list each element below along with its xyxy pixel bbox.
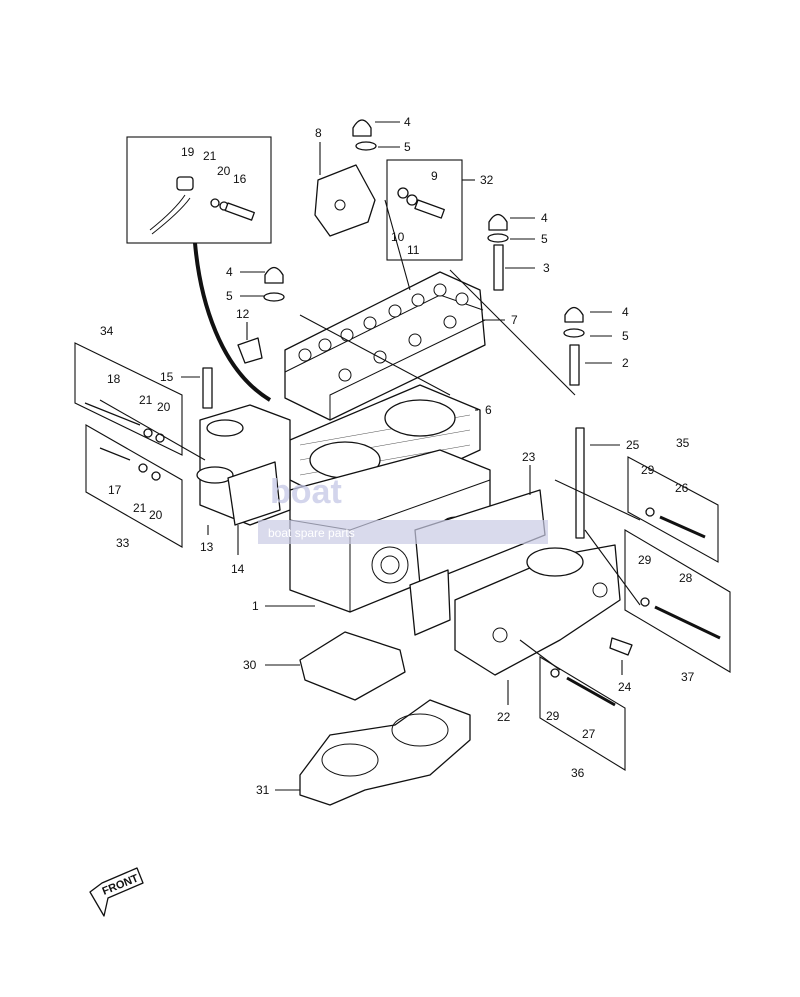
callout-9: 9 [431,169,438,183]
callout-5-top: 5 [404,140,411,154]
spark-plug [237,337,263,364]
callout-11: 11 [407,243,420,257]
callout-7: 7 [511,313,518,327]
callout-10: 10 [391,230,405,244]
callout-17: 17 [108,483,122,497]
callout-26: 26 [675,481,689,495]
group-37-box [624,529,731,673]
stud-25 [575,427,585,539]
callout-22: 22 [497,710,511,724]
group-34-box [74,342,183,456]
svg-text:boat spare parts: boat spare parts [268,526,355,540]
callout-21-upper: 21 [139,393,153,407]
callout-19: 19 [181,145,195,159]
callout-1: 1 [252,599,259,613]
callout-21-inset: 21 [203,149,217,163]
group-32-box [386,159,463,261]
callout-12: 12 [236,307,250,321]
base-gasket-30 [299,631,406,701]
callout-32: 32 [480,173,494,187]
temperature-sensor [609,637,633,656]
callout-29-upper: 29 [641,463,655,477]
callout-33: 33 [116,536,130,550]
callout-34: 34 [100,324,114,338]
callout-4-top: 4 [404,115,411,129]
callout-5-farright: 5 [622,329,629,343]
callout-3: 3 [543,261,550,275]
callout-14: 14 [231,562,245,576]
bracket [314,164,376,237]
exhaust-port-gasket [409,569,451,636]
base-gasket-31 [299,699,471,806]
callout-4-right: 4 [541,211,548,225]
callout-18: 18 [107,372,121,386]
callout-24: 24 [618,680,632,694]
acorn-nut-left [263,266,285,302]
group-36-box [539,656,626,771]
callout-35: 35 [676,436,690,450]
callout-31: 31 [256,783,270,797]
group-33-box [85,424,183,548]
callout-37: 37 [681,670,695,684]
inset-detail-box [126,136,272,244]
exhaust-manifold [454,544,621,676]
acorn-nut-right [487,213,509,291]
callout-27: 27 [582,727,596,741]
svg-text:boat: boat [270,473,342,511]
callout-15: 15 [160,370,174,384]
callout-21-lower: 21 [133,501,147,515]
callout-5-left: 5 [226,289,233,303]
callout-23: 23 [522,450,536,464]
group-35-box [627,456,719,563]
callout-16: 16 [233,172,247,186]
callout-8: 8 [315,126,322,140]
callout-leaders [181,121,623,791]
callout-4-farright: 4 [622,305,629,319]
callout-30: 30 [243,658,257,672]
callout-2: 2 [622,356,629,370]
callout-20-inset: 20 [217,164,231,178]
callout-29-lower: 29 [546,709,560,723]
callout-36: 36 [571,766,585,780]
callout-6: 6 [485,403,492,417]
wire-harness-line [193,242,272,402]
stud-15 [202,367,213,409]
acorn-nut-far-right [563,306,585,386]
callout-20-lower: 20 [149,508,163,522]
callout-4-left: 4 [226,265,233,279]
callout-25: 25 [626,438,640,452]
callout-13: 13 [200,540,214,554]
callout-28: 28 [679,571,693,585]
callout-20-upper: 20 [157,400,171,414]
callout-numbers: 19 21 20 16 8 4 5 9 32 10 11 4 5 3 4 5 1… [100,115,695,797]
callout-5-right: 5 [541,232,548,246]
front-direction-marker: FRONT [89,867,144,917]
acorn-nut-top [352,119,377,151]
watermark: boat boat spare parts [258,473,548,544]
cylinder-head [284,271,486,421]
intake-gasket [227,461,281,526]
callout-29-middle: 29 [638,553,652,567]
